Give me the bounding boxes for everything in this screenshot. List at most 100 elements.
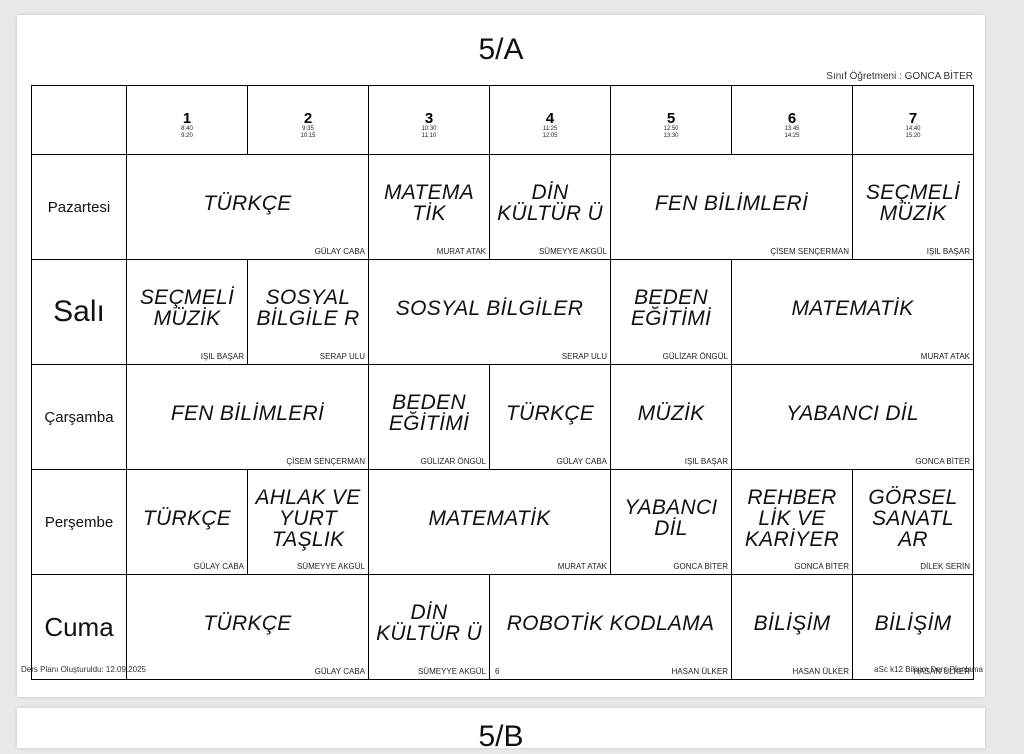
- lesson-teacher: DİLEK SERİN: [920, 562, 970, 571]
- lesson-subject: ROBOTİK KODLAMA: [506, 611, 715, 635]
- lesson-teacher: HASAN ÜLKER: [792, 667, 849, 676]
- period-start-time: 14:40: [905, 126, 921, 132]
- lesson-cell[interactable]: TÜRKÇE GÜLAY CABA: [126, 154, 369, 260]
- lesson-subject: TÜRKÇE: [203, 611, 292, 635]
- lesson-teacher: GÜLAY CABA: [556, 457, 607, 466]
- lesson-subject: BEDEN EĞİTİMİ: [388, 391, 470, 435]
- period-number: 4: [545, 110, 555, 127]
- lesson-subject: SOSYAL BİLGİLER: [395, 296, 584, 320]
- period-start-time: 12:50: [663, 126, 679, 132]
- lesson-cell[interactable]: TÜRKÇE GÜLAY CABA: [126, 574, 369, 680]
- period-start-time: 8:40: [181, 126, 193, 132]
- lesson-subject: BEDEN EĞİTİMİ: [630, 286, 712, 330]
- class-teacher-label: Sınıf Öğretmeni : GONCA BİTER: [826, 71, 973, 82]
- lesson-teacher: GÜLAY CABA: [193, 562, 244, 571]
- lesson-subject: GÖRSEL SANATL AR: [868, 485, 958, 551]
- lesson-subject: BİLİŞİM: [874, 611, 952, 635]
- lesson-cell[interactable]: REHBER LİK VE KARİYER GONCA BİTER: [731, 469, 853, 575]
- period-start-time: 11:25: [542, 126, 558, 132]
- period-start-time: 10:30: [421, 126, 437, 132]
- lesson-teacher: GONCA BİTER: [794, 562, 849, 571]
- lesson-subject: REHBER LİK VE KARİYER: [744, 485, 840, 551]
- period-number: 1: [182, 110, 192, 127]
- lesson-teacher: GONCA BİTER: [673, 562, 728, 571]
- lesson-cell[interactable]: MÜZİK IŞIL BAŞAR: [610, 364, 732, 470]
- lesson-cell[interactable]: MATEMATİK MURAT ATAK: [368, 469, 611, 575]
- lesson-teacher: ÇİSEM SENÇERMAN: [770, 247, 849, 256]
- lesson-teacher: MURAT ATAK: [436, 247, 486, 256]
- period-start-time: 13:45: [784, 126, 800, 132]
- lesson-subject: BİLİŞİM: [753, 611, 831, 635]
- lesson-subject: TÜRKÇE: [142, 506, 232, 530]
- period-number: 6: [787, 110, 797, 127]
- period-end-time: 12:05: [542, 133, 558, 139]
- period-end-time: 14:25: [784, 133, 800, 139]
- lesson-cell[interactable]: BİLİŞİM HASAN ÜLKER: [852, 574, 974, 680]
- lesson-subject: SEÇMELİ MÜZİK: [139, 286, 235, 330]
- lesson-subject: MÜZİK: [637, 401, 705, 425]
- period-end-time: 9:20: [181, 133, 193, 139]
- lesson-cell[interactable]: SEÇMELİ MÜZİK IŞIL BAŞAR: [852, 154, 974, 260]
- lesson-cell[interactable]: BİLİŞİM HASAN ÜLKER: [731, 574, 853, 680]
- lesson-cell[interactable]: BEDEN EĞİTİMİ GÜLİZAR ÖNGÜL: [610, 259, 732, 365]
- day-label: Salı: [31, 259, 127, 365]
- lesson-cell[interactable]: TÜRKÇE GÜLAY CABA: [126, 469, 248, 575]
- lesson-cell[interactable]: ROBOTİK KODLAMA HASAN ÜLKER 6: [489, 574, 732, 680]
- lesson-subject: SEÇMELİ MÜZİK: [865, 181, 961, 225]
- lesson-cell[interactable]: GÖRSEL SANATL AR DİLEK SERİN: [852, 469, 974, 575]
- period-end-time: 11:10: [421, 133, 437, 139]
- corner-cell: [31, 85, 127, 155]
- lesson-cell[interactable]: SEÇMELİ MÜZİK IŞIL BAŞAR: [126, 259, 248, 365]
- lesson-teacher: GÜLİZAR ÖNGÜL: [662, 352, 728, 361]
- lesson-teacher: HASAN ÜLKER: [913, 667, 970, 676]
- day-label: Cuma: [31, 574, 127, 680]
- lesson-teacher: SÜMEYYE AKGÜL: [417, 667, 486, 676]
- lesson-subject: DİN KÜLTÜR Ü: [497, 181, 603, 225]
- lesson-teacher: IŞIL BAŞAR: [926, 247, 970, 256]
- day-label: Perşembe: [31, 469, 127, 575]
- lesson-teacher: MURAT ATAK: [557, 562, 607, 571]
- lesson-teacher: IŞIL BAŞAR: [684, 457, 728, 466]
- lesson-teacher: GÜLAY CABA: [314, 247, 365, 256]
- lesson-subject: TÜRKÇE: [203, 191, 292, 215]
- lesson-teacher: GONCA BİTER: [915, 457, 970, 466]
- lesson-subject: MATEMATİK: [428, 506, 551, 530]
- period-number: 7: [908, 110, 918, 127]
- lesson-subject: FEN BİLİMLERİ: [170, 401, 325, 425]
- lesson-teacher: IŞIL BAŞAR: [200, 352, 244, 361]
- period-end-time: 10:15: [300, 133, 316, 139]
- lesson-note: 6: [495, 667, 500, 676]
- lesson-cell[interactable]: YABANCI DİL GONCA BİTER: [731, 364, 974, 470]
- lesson-subject: YABANCI DİL: [786, 401, 919, 425]
- lesson-teacher: HASAN ÜLKER: [671, 667, 728, 676]
- next-class-title: 5/B: [478, 720, 524, 753]
- lesson-teacher: MURAT ATAK: [920, 352, 970, 361]
- period-number: 2: [303, 110, 313, 127]
- lesson-teacher: GÜLAY CABA: [314, 667, 365, 676]
- lesson-teacher: SÜMEYYE AKGÜL: [296, 562, 365, 571]
